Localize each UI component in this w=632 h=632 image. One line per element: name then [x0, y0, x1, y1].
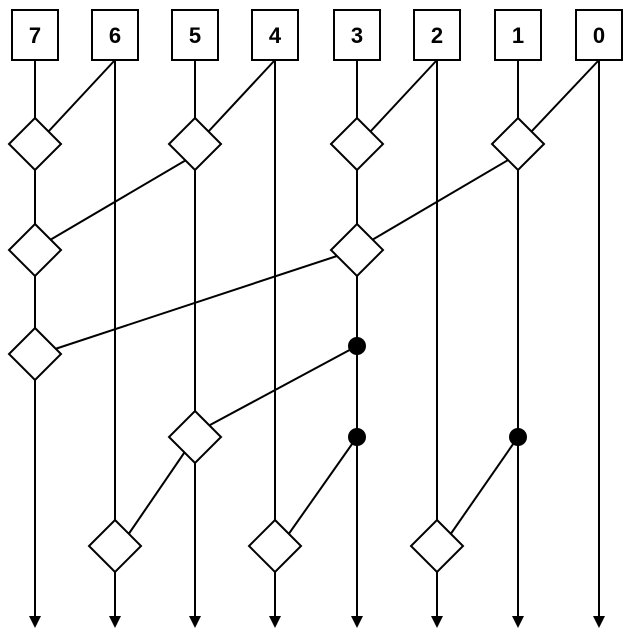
operator-diamond [167, 409, 223, 465]
fanout-dot [509, 428, 527, 446]
input-nodes: 7 6 5 4 3 2 1 0 [11, 9, 623, 61]
input-label-3: 3 [351, 23, 363, 48]
input-label-6: 6 [109, 23, 121, 48]
edge-5-to-6 [127, 436, 196, 536]
operator-diamond [490, 116, 546, 172]
edge-3-to-4 [287, 436, 358, 536]
edge-0-to-1 [530, 59, 600, 133]
input-box [251, 9, 299, 61]
connections [47, 59, 600, 536]
operator-diamond [7, 116, 63, 172]
input-label-2: 2 [431, 23, 443, 48]
input-box [413, 9, 461, 61]
input-box [11, 9, 59, 61]
fanout-dot [348, 337, 366, 355]
input-box [91, 9, 139, 61]
input-label-4: 4 [269, 23, 282, 48]
operator-diamond [7, 326, 63, 382]
input-label-5: 5 [189, 23, 201, 48]
operator-diamond [329, 116, 385, 172]
operator-diamond [247, 518, 303, 574]
fanout-points [348, 337, 527, 446]
edge-6-to-7 [47, 59, 116, 133]
operator-diamond [7, 222, 63, 278]
operator-diamond [167, 116, 223, 172]
edge-1-to-2 [449, 436, 519, 536]
fanout-dot [348, 428, 366, 446]
input-box [494, 9, 542, 61]
operator-diamond [87, 518, 143, 574]
input-label-0: 0 [593, 23, 605, 48]
edge-3-to-7 [51, 253, 344, 351]
operator-diamond [409, 518, 465, 574]
edge-3-to-5 [209, 345, 358, 426]
input-label-7: 7 [29, 23, 41, 48]
edge-2-to-3 [369, 59, 438, 133]
edge-4-to-5 [207, 59, 276, 133]
edge-1-to-3 [371, 145, 533, 241]
input-label-1: 1 [512, 23, 524, 48]
operators [7, 116, 546, 574]
operator-diamond [329, 222, 385, 278]
input-box [575, 9, 623, 61]
input-box [333, 9, 381, 61]
input-box [171, 9, 219, 61]
edge-5-to-7 [49, 145, 211, 241]
